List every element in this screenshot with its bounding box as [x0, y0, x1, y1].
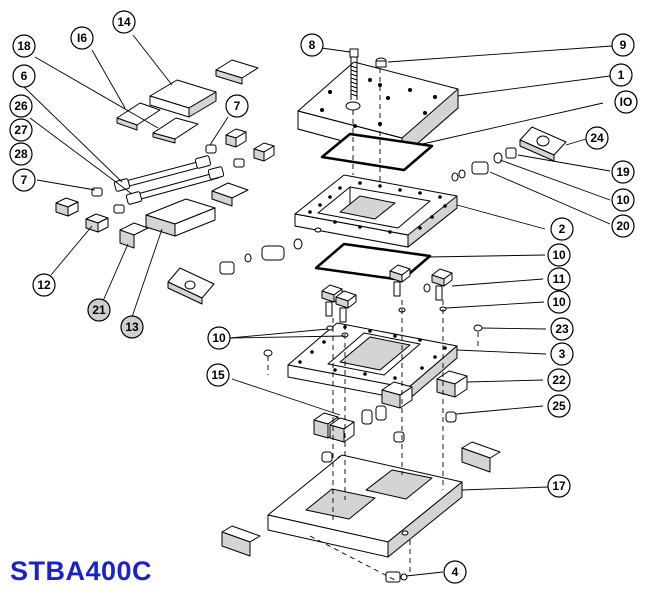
callout-circle-22: [547, 368, 571, 392]
part-clamp-plate: [287, 322, 458, 401]
callout-circle-6: [12, 64, 36, 88]
callout-label-13: 13: [125, 320, 139, 334]
part-frame-body: [294, 174, 458, 248]
callout-label-10d: 10: [552, 295, 566, 309]
callout-label-7a: 7: [21, 173, 28, 187]
callout-circle-11: [547, 267, 571, 291]
callout-circle-9: [611, 33, 635, 57]
callout-label-10c: 10: [552, 248, 566, 262]
callout-circle-16: [70, 26, 94, 50]
callout-label-4: 4: [452, 565, 459, 579]
callout-label-17: 17: [552, 479, 566, 493]
callout-label-10a: IO: [620, 95, 633, 109]
callout-circle-17: [547, 474, 571, 498]
callout-circle-8: [300, 33, 324, 57]
callout-label-2: 2: [559, 222, 566, 236]
callout-circle-21: [87, 298, 111, 322]
callout-label-10b: 10: [616, 193, 630, 207]
part-small-screw: [375, 57, 387, 68]
callout-label-9: 9: [620, 38, 627, 52]
callout-circle-7b: [225, 94, 249, 118]
callout-circle-19: [611, 160, 635, 184]
part-rods: [113, 155, 225, 205]
callout-circle-10b: [611, 188, 635, 212]
callout-circle-10e: [207, 326, 231, 350]
part-small-blocks: [91, 128, 275, 214]
part-knobs: [321, 264, 453, 323]
callout-circle-3: [550, 342, 574, 366]
callout-label-12: 12: [37, 278, 51, 292]
callout-circle-10d: [547, 290, 571, 314]
callout-label-10e: 10: [212, 331, 226, 345]
callout-label-22: 22: [552, 373, 566, 387]
callout-label-28: 28: [14, 147, 28, 161]
part-lower-left-brackets: [55, 182, 249, 249]
callout-label-25: 25: [552, 399, 566, 413]
callout-circle-13: [120, 315, 144, 339]
callout-circle-27: [9, 118, 33, 142]
part-left-fittings: [219, 238, 303, 275]
part-side-plate-left: [167, 267, 215, 305]
callout-circle-26: [9, 94, 33, 118]
callout-label-21: 21: [92, 303, 106, 317]
callout-circle-20: [611, 214, 635, 238]
callout-circle-12: [32, 273, 56, 297]
callout-circle-1: [609, 63, 633, 87]
part-small-nut: [385, 571, 408, 583]
part-bolt: [349, 48, 359, 100]
callout-label-23: 23: [555, 322, 569, 336]
model-label: STBA400C: [10, 556, 153, 586]
callout-circle-28: [9, 142, 33, 166]
part-base-brackets: [221, 441, 501, 557]
callout-label-20: 20: [616, 219, 630, 233]
callout-circle-18: [12, 34, 36, 58]
callout-label-16: I6: [77, 31, 87, 45]
callout-label-3: 3: [559, 347, 566, 361]
leader-lines: [23, 34, 613, 577]
callout-circle-10a: [614, 90, 638, 114]
callout-circle-23: [550, 317, 574, 341]
callout-circle-24: [585, 126, 609, 150]
part-right-fittings: [451, 147, 517, 182]
callout-labels: 14 I6 18 6 26 27 28 7 7 12 21 13 8 9 1 I…: [14, 15, 632, 579]
callout-label-14: 14: [117, 15, 131, 29]
callout-label-18: 18: [17, 39, 31, 53]
callout-circle-14: [112, 10, 136, 34]
callout-label-27: 27: [14, 123, 28, 137]
callout-label-1: 1: [618, 68, 625, 82]
part-block-assembly: [116, 59, 259, 144]
part-top-cover: [297, 61, 459, 158]
callout-label-8: 8: [309, 38, 316, 52]
callout-circles: [9, 10, 638, 584]
alignment-lines: [267, 68, 479, 581]
part-middle-gasket: [314, 242, 432, 282]
callout-label-26: 26: [14, 99, 28, 113]
callout-label-7b: 7: [234, 99, 241, 113]
callout-label-11: 11: [553, 272, 566, 286]
callout-circle-25: [547, 394, 571, 418]
callout-circle-2: [550, 217, 574, 241]
callout-label-6: 6: [21, 69, 28, 83]
callout-label-24: 24: [590, 131, 604, 145]
part-top-gasket: [320, 132, 434, 172]
part-base-plate: [267, 454, 463, 558]
part-side-plate-right: [519, 126, 567, 162]
callout-circle-10c: [547, 243, 571, 267]
callout-circle-7a: [12, 168, 36, 192]
callout-circle-15: [206, 363, 230, 387]
callout-label-19: 19: [616, 165, 630, 179]
callout-circle-4: [443, 560, 467, 584]
callout-label-15: 15: [211, 368, 225, 382]
